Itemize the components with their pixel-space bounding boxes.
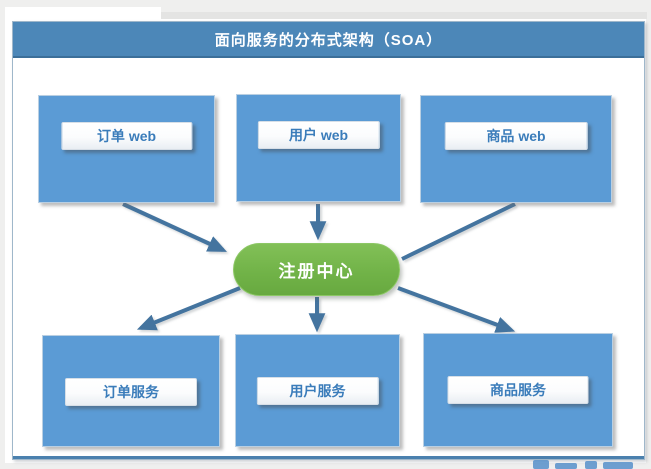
node-user-web-label: 用户 web (257, 121, 380, 149)
node-product-service: 商品服务 (423, 333, 613, 447)
node-product-web: 商品 web (420, 95, 612, 203)
node-order-service-label: 订单服务 (65, 378, 197, 406)
edge-registry-to-product-service (397, 286, 516, 333)
node-order-web: 订单 web (38, 95, 215, 203)
canvas-sheet: 面向服务的分布式架构（SOA） (5, 19, 646, 463)
node-registry-center-label: 注册中心 (278, 262, 355, 281)
node-user-service-label: 用户服务 (256, 377, 379, 405)
edge-order-web-to-registry (122, 202, 227, 252)
top-edge-strip (161, 12, 647, 19)
diagram-title-bar: 面向服务的分布式架构（SOA） (13, 22, 644, 58)
diagram-body: 订单 web 用户 web 商品 web 注册中心 订单服务 用户服务 (13, 58, 644, 459)
diagram-frame: 面向服务的分布式架构（SOA） (12, 21, 645, 460)
node-order-service: 订单服务 (42, 335, 220, 447)
node-registry-center: 注册中心 (233, 243, 400, 296)
node-product-service-label: 商品服务 (447, 376, 589, 404)
watermark-fragment (529, 458, 649, 469)
edge-product-web-to-registry (401, 202, 516, 261)
node-product-web-label: 商品 web (444, 122, 588, 150)
node-user-web: 用户 web (236, 94, 401, 202)
top-left-notch (5, 7, 161, 19)
diagram-title: 面向服务的分布式架构（SOA） (214, 31, 443, 49)
connector-arrows (122, 202, 516, 333)
node-user-service: 用户服务 (235, 334, 400, 447)
edge-registry-to-order-service (136, 286, 241, 331)
node-order-web-label: 订单 web (60, 122, 193, 150)
